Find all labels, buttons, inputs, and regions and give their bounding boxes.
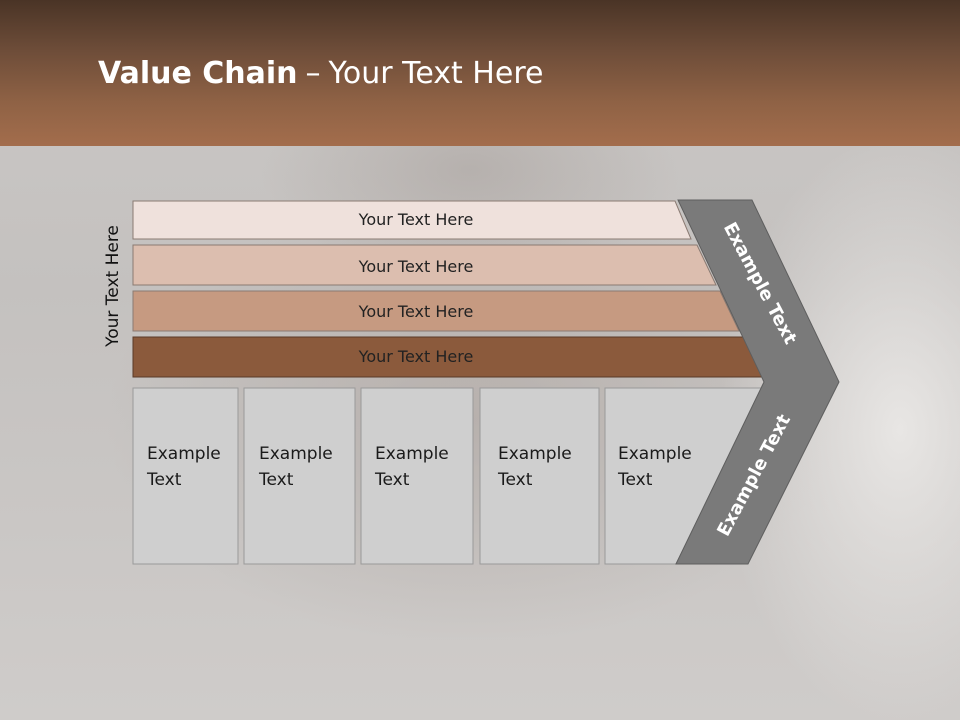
- reflection-column-2-line1: Example: [259, 664, 333, 684]
- bar-3-label: Your Text Here: [358, 302, 474, 321]
- bar-4-label: Your Text Here: [358, 347, 474, 366]
- reflection-column-2: [243, 563, 356, 720]
- column-1-line1: Example: [147, 444, 221, 464]
- column-3-line2: Text: [374, 470, 410, 490]
- reflection-column-1: [132, 563, 239, 720]
- reflection-column-1-line2: Text: [146, 638, 182, 658]
- column-4-line1: Example: [498, 444, 572, 464]
- reflection-column-3-line1: Example: [375, 664, 449, 684]
- column-5-line2: Text: [617, 470, 653, 490]
- reflection-group: Example Text Example Text Example Text E…: [132, 563, 827, 720]
- column-5-line1: Example: [618, 444, 692, 464]
- column-1-line2: Text: [146, 470, 182, 490]
- reflection-column-4-line2: Text: [497, 638, 533, 658]
- reflection-column-5-line1: Example: [618, 664, 692, 684]
- bar-3: [132, 290, 740, 332]
- column-4-line2: Text: [497, 470, 533, 490]
- slide-title: Value Chain–Your Text Here: [98, 52, 543, 96]
- column-2-line1: Example: [259, 444, 333, 464]
- reflection-column-3-line2: Text: [374, 638, 410, 658]
- title-rest: Your Text Here: [328, 56, 544, 91]
- column-3-line1: Example: [375, 444, 449, 464]
- reflection-column-2-line2: Text: [258, 638, 294, 658]
- reflection-column-3: [360, 563, 474, 720]
- reflection-column-4: [479, 563, 600, 720]
- reflection-column-5-line2: Text: [617, 638, 653, 658]
- column-2: [243, 387, 356, 565]
- columns-group: Example Text Example Text Example Text E…: [132, 387, 763, 565]
- column-1: [132, 387, 239, 565]
- title-bold: Value Chain: [98, 56, 298, 91]
- reflection-column-4-line1: Example: [498, 664, 572, 684]
- column-4: [479, 387, 600, 565]
- reflection-chevron: [675, 563, 827, 720]
- bar-1: [132, 200, 692, 240]
- bar-2-label: Your Text Here: [358, 257, 474, 276]
- bar-1-label: Your Text Here: [358, 210, 474, 229]
- column-3: [360, 387, 474, 565]
- column-2-line2: Text: [258, 470, 294, 490]
- reflection-column-1-line1: Example: [147, 664, 221, 684]
- title-bar: Value Chain–Your Text Here: [0, 0, 960, 146]
- bars-group: Your Text Here Your Text Here Your Text …: [132, 200, 764, 378]
- bar-2: [132, 244, 717, 286]
- title-separator: –: [305, 56, 321, 91]
